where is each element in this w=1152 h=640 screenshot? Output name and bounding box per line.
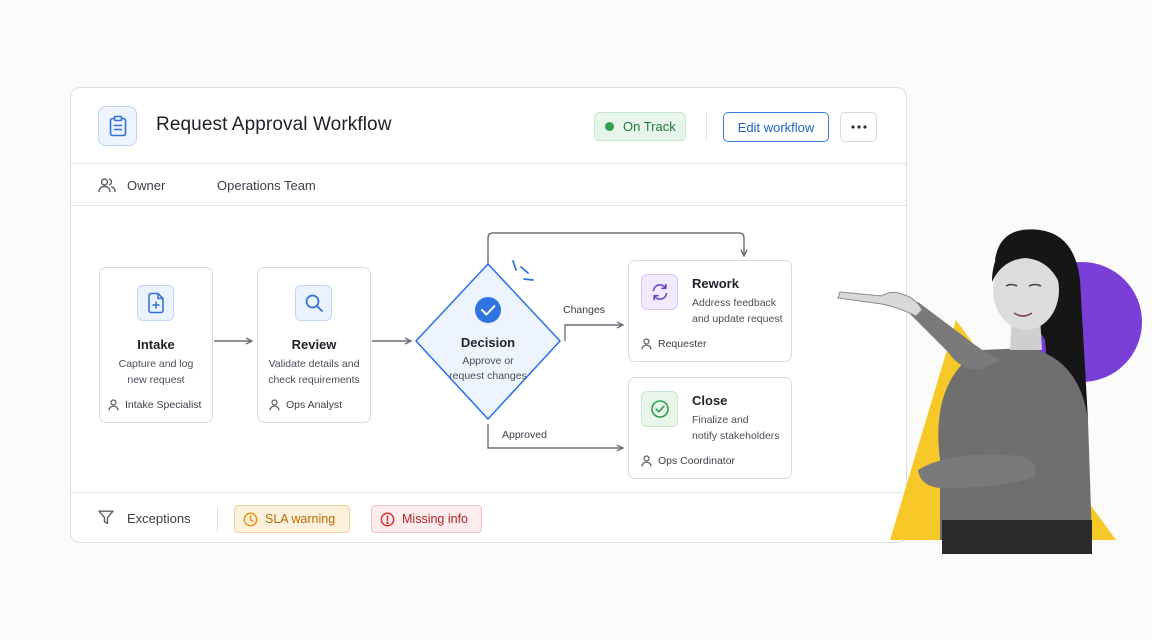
node-review[interactable]: Review Validate details and check requir… (257, 267, 371, 423)
node-desc-line2: check requirements (268, 374, 360, 386)
highlight-sparkle (512, 260, 534, 281)
filter-icon (98, 510, 114, 525)
sla-warning-chip[interactable]: SLA warning (234, 505, 350, 533)
clipboard-icon (98, 106, 137, 146)
status-badge: On Track (594, 112, 686, 141)
node-rework[interactable]: Rework Address feedback and update reque… (628, 260, 792, 362)
edge-label-changes: Changes (563, 304, 606, 316)
node-role: Ops Analyst (269, 399, 342, 411)
node-role: Requester (641, 338, 706, 350)
node-title: Close (692, 393, 728, 408)
node-desc-line2: and update request (692, 313, 783, 325)
node-desc-line1: Approve or (462, 355, 514, 367)
node-desc-line2: request changes (449, 370, 527, 382)
clock-icon (243, 512, 258, 526)
refresh-icon (641, 274, 678, 310)
users-icon (98, 178, 116, 193)
presenter-illustration (837, 229, 1142, 554)
page-title: Request Approval Workflow (156, 114, 392, 135)
user-icon (641, 455, 652, 467)
file-plus-icon (137, 285, 174, 321)
edit-workflow-button[interactable]: Edit workflow (723, 112, 829, 142)
node-role: Ops Coordinator (641, 455, 735, 467)
node-desc-line2: notify stakeholders (692, 430, 780, 442)
status-dot (605, 122, 614, 131)
node-title: Decision (460, 335, 516, 350)
node-role: Intake Specialist (108, 399, 201, 411)
card-header: Request Approval Workflow On Track Edit … (71, 88, 906, 164)
edge-label-approved: Approved (502, 429, 547, 441)
missing-info-chip[interactable]: Missing info (371, 505, 482, 533)
node-desc-line1: Capture and log (118, 358, 194, 370)
node-title: Rework (692, 276, 739, 291)
exceptions-label: Exceptions (127, 511, 191, 526)
owner-value: Operations Team (217, 178, 316, 193)
node-close[interactable]: Close Finalize and notify stakeholders O… (628, 377, 792, 479)
node-desc-line1: Address feedback (692, 297, 777, 309)
node-desc-line1: Validate details and (268, 358, 360, 370)
node-desc-line2: new request (127, 374, 185, 386)
check-circle-icon (475, 297, 501, 323)
flow-connectors (214, 232, 908, 544)
owner-row: Owner Operations Team (71, 164, 906, 206)
node-desc-line1: Finalize and (692, 414, 749, 426)
decision-diamond[interactable] (415, 263, 561, 420)
node-title: Review (291, 337, 337, 352)
check-circle-icon (641, 391, 678, 427)
more-horizontal-icon (850, 125, 867, 129)
node-intake[interactable]: Intake Capture and log new request Intak… (99, 267, 213, 423)
node-title: Intake (137, 337, 175, 352)
user-icon (641, 338, 652, 350)
decision-content: Decision Approve or request changes (428, 335, 548, 384)
exceptions-footer: Exceptions SLA warning Missing info (71, 492, 906, 543)
user-icon (269, 399, 280, 411)
alert-circle-icon (380, 512, 395, 526)
search-icon (295, 285, 332, 321)
more-options-button[interactable] (840, 112, 877, 142)
user-icon (108, 399, 119, 411)
owner-label: Owner (127, 178, 166, 193)
workflow-card: Request Approval Workflow On Track Edit … (70, 87, 907, 543)
status-text: On Track (623, 119, 676, 134)
footer-divider (217, 507, 218, 532)
header-divider (706, 112, 707, 141)
